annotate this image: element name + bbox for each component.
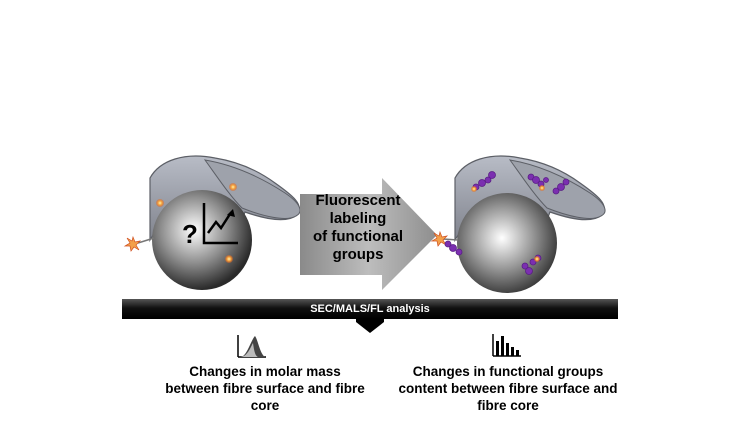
caption-line: Changes in functional groups: [412, 364, 604, 379]
molar-mass-caption: Changes in molar mass between fibre surf…: [150, 363, 380, 414]
analysis-bar-shape: [122, 299, 618, 319]
caption-line: fibre core: [477, 398, 539, 413]
caption-line: content between fibre surface and: [398, 381, 618, 396]
right-fibre-core: [457, 193, 557, 293]
surface-spot: [539, 185, 545, 191]
arrow-label-line: of functional: [313, 228, 403, 245]
right-fibre: [430, 155, 606, 293]
left-fibre: ?: [123, 155, 301, 290]
surface-spot: [229, 183, 237, 191]
core-spot: [225, 255, 233, 263]
spiky-particle-icon: [123, 235, 142, 252]
down-arrow-icon: [356, 318, 384, 333]
core-spot: [534, 256, 540, 262]
caption-line: between fibre surface and fibre: [165, 381, 365, 396]
surface-spot: [471, 186, 477, 192]
spiky-particle-icon: [430, 230, 449, 247]
caption-line: Changes in molar mass: [189, 364, 341, 379]
fluorophore-icon: [552, 178, 570, 195]
surface-spot: [156, 199, 164, 207]
arrow-label-line: groups: [332, 246, 384, 263]
left-fibre-core: [152, 190, 252, 290]
spike-tether: [137, 237, 155, 244]
labeling-arrow-shape: [300, 178, 437, 290]
arrow-label-line: Fluorescent: [315, 192, 401, 209]
analysis-bar-label: SEC/MALS/FL analysis: [310, 303, 430, 315]
growth-chart-icon: [202, 203, 238, 245]
question-mark: ?: [182, 219, 198, 249]
molar-mass-distribution-icon: [237, 335, 266, 358]
arrow-label-line: labeling: [329, 210, 387, 227]
functional-groups-caption: Changes in functional groups content bet…: [388, 363, 628, 414]
fluorophore-icon: [527, 173, 549, 188]
bar-histogram-icon: [492, 334, 521, 357]
arrow-label: Fluorescent labeling of functional group…: [300, 192, 416, 264]
spike-tether: [442, 238, 459, 241]
fluorophore-icon: [444, 240, 463, 256]
left-fibre-flap: [203, 159, 301, 219]
caption-line: core: [250, 398, 280, 413]
